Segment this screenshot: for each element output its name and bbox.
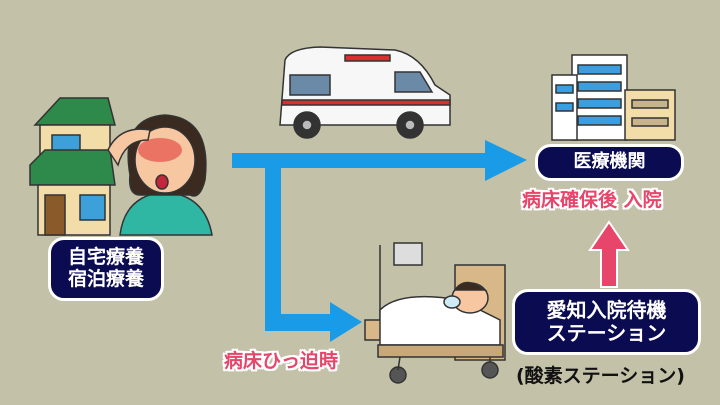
house-icon <box>29 97 116 236</box>
home-care-box: 自宅療養 宿泊療養 <box>48 237 164 301</box>
blue-arrow-to-bed <box>265 153 362 342</box>
hospital-label: 医療機関 <box>573 151 646 173</box>
admit-after-bed-label: 病床確保後 入院 <box>522 189 662 211</box>
station-label-line1: 愛知入院待機 <box>546 298 667 322</box>
sick-woman-icon <box>107 114 213 236</box>
hospital-building-icon <box>551 54 676 141</box>
home-care-label: 自宅療養 <box>67 246 144 269</box>
station-label-line2: ステーション <box>546 321 667 345</box>
pink-arrow-up <box>588 220 630 288</box>
bed-shortage-label: 病床ひっ迫時 <box>224 350 339 372</box>
hospital-box: 医療機関 <box>535 144 684 181</box>
waiting-station-box: 愛知入院待機 ステーション <box>512 289 701 355</box>
ambulance-icon <box>279 46 451 139</box>
patient-bed-icon <box>364 242 506 384</box>
oxygen-station-label: (酸素ステーション) <box>516 365 685 387</box>
blue-arrow-to-hospital <box>232 140 527 181</box>
hotel-care-label: 宿泊療養 <box>67 268 144 290</box>
